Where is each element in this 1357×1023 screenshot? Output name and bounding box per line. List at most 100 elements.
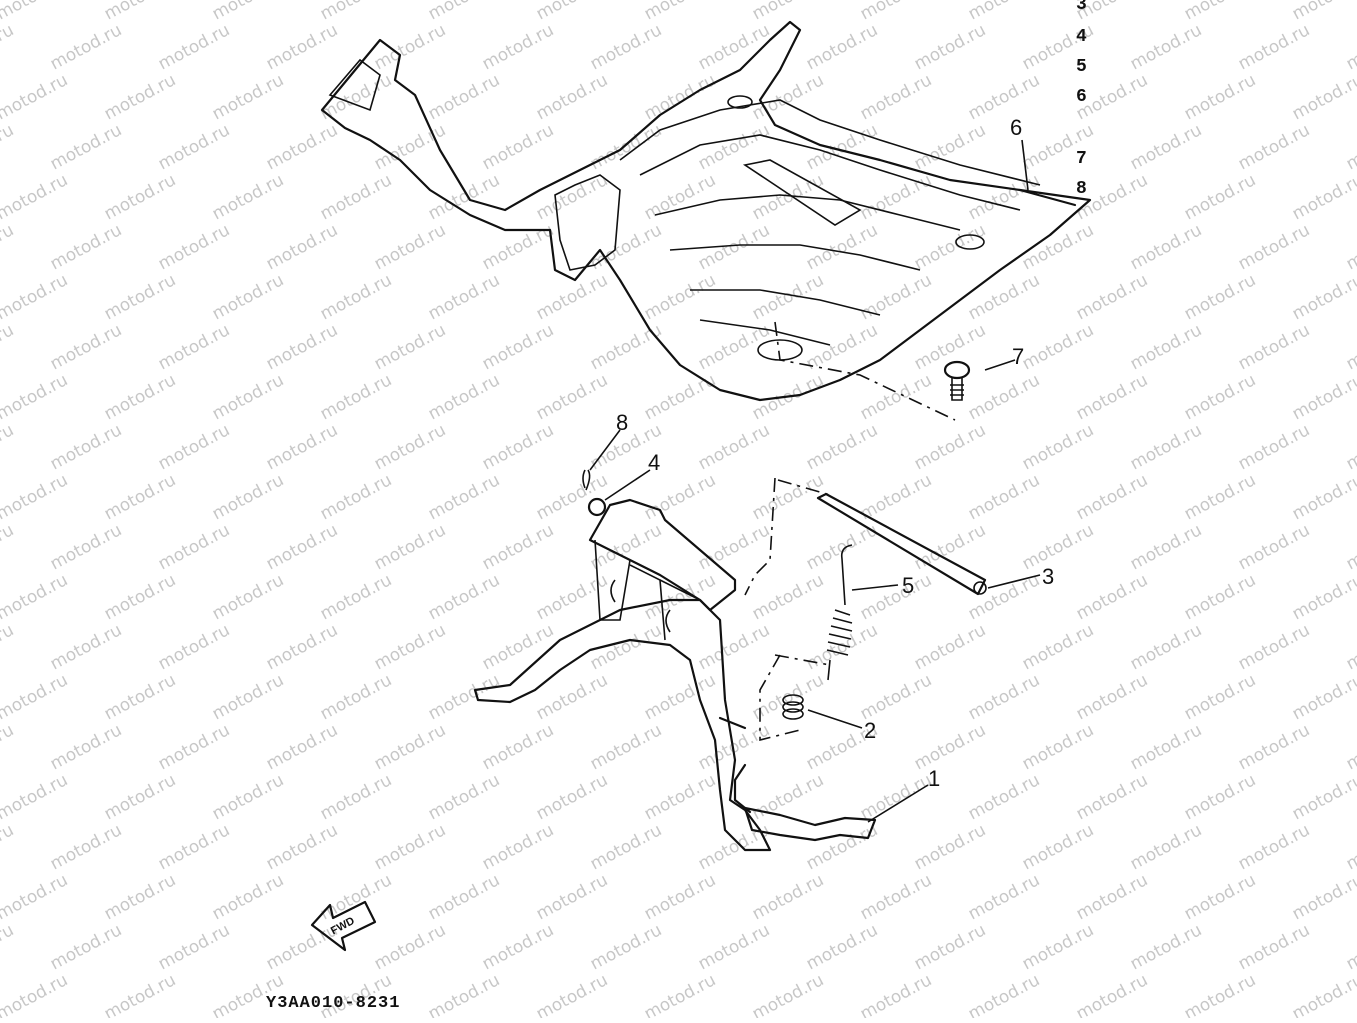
watermark-text: motod.ru — [803, 820, 881, 874]
watermark-text: motod.ru — [1289, 370, 1357, 424]
watermark-text: motod.ru — [641, 370, 719, 424]
watermark-text: motod.ru — [371, 320, 449, 374]
watermark-text: motod.ru — [371, 220, 449, 274]
main-stand-part — [473, 498, 772, 852]
watermark-text: motod.ru — [371, 20, 449, 74]
spring-2-part — [782, 694, 804, 720]
watermark-text: motod.ru — [749, 270, 827, 324]
watermark-text: motod.ru — [1343, 120, 1357, 174]
watermark-text: motod.ru — [47, 220, 125, 274]
watermark-text: motod.ru — [1235, 820, 1313, 874]
watermark-text: motod.ru — [803, 420, 881, 474]
watermark-text: motod.ru — [263, 520, 341, 574]
watermark-text: motod.ru — [0, 270, 71, 324]
watermark-text: motod.ru — [1289, 470, 1357, 524]
watermark-text: motod.ru — [695, 520, 773, 574]
watermark-text: motod.ru — [641, 770, 719, 824]
watermark-text: motod.ru — [479, 420, 557, 474]
watermark-text: motod.ru — [209, 470, 287, 524]
watermark-text: motod.ru — [1181, 570, 1259, 624]
watermark-text: motod.ru — [1019, 620, 1097, 674]
side-index-item: 5 — [1076, 57, 1087, 77]
watermark-text: motod.ru — [317, 870, 395, 924]
watermark-text: motod.ru — [1019, 920, 1097, 974]
watermark-text: motod.ru — [641, 70, 719, 124]
watermark-text: motod.ru — [155, 120, 233, 174]
watermark-text: motod.ru — [533, 870, 611, 924]
watermark-text: motod.ru — [533, 770, 611, 824]
watermark-text: motod.ru — [0, 920, 17, 974]
watermark-text: motod.ru — [1289, 770, 1357, 824]
callout-5: 5 — [902, 573, 915, 598]
watermark-text: motod.ru — [857, 570, 935, 624]
watermark-text: motod.ru — [371, 920, 449, 974]
clip-8-part — [582, 469, 591, 491]
watermark-text: motod.ru — [695, 620, 773, 674]
watermark-text: motod.ru — [425, 570, 503, 624]
watermark-text: motod.ru — [1235, 20, 1313, 74]
watermark-text: motod.ru — [0, 320, 17, 374]
watermark-text: motod.ru — [101, 570, 179, 624]
watermark-text: motod.ru — [587, 520, 665, 574]
watermark-text: motod.ru — [1127, 320, 1205, 374]
watermark-text: motod.ru — [1181, 870, 1259, 924]
watermark-text: motod.ru — [1181, 670, 1259, 724]
watermark-text: motod.ru — [479, 620, 557, 674]
watermark-text: motod.ru — [1073, 970, 1151, 1018]
watermark-text: motod.ru — [1181, 170, 1259, 224]
watermark-text: motod.ru — [155, 620, 233, 674]
watermark-text: motod.ru — [587, 220, 665, 274]
watermark-text: motod.ru — [479, 920, 557, 974]
watermark-text: motod.ru — [0, 670, 71, 724]
watermark-text: motod.ru — [965, 470, 1043, 524]
watermark-text: motod.ru — [371, 720, 449, 774]
side-index-item: 6 — [1076, 87, 1087, 107]
watermark-text: motod.ru — [1289, 0, 1357, 24]
watermark-text: motod.ru — [425, 370, 503, 424]
watermark-text: motod.ru — [965, 870, 1043, 924]
watermark-text: motod.ru — [425, 670, 503, 724]
watermark-text: motod.ru — [911, 20, 989, 74]
watermark-text: motod.ru — [533, 970, 611, 1018]
watermark-text: motod.ru — [641, 170, 719, 224]
watermark-text: motod.ru — [857, 270, 935, 324]
watermark-text: motod.ru — [533, 670, 611, 724]
watermark-text: motod.ru — [1289, 670, 1357, 724]
watermark-text: motod.ru — [263, 820, 341, 874]
watermark-text: motod.ru — [101, 170, 179, 224]
watermark-text: motod.ru — [47, 20, 125, 74]
watermark-text: motod.ru — [1019, 520, 1097, 574]
watermark-text: motod.ru — [0, 520, 17, 574]
watermark-text: motod.ru — [1127, 220, 1205, 274]
watermark-text: motod.ru — [803, 920, 881, 974]
watermark-text: motod.ru — [587, 20, 665, 74]
watermark-text: motod.ru — [857, 170, 935, 224]
watermark-text: motod.ru — [371, 420, 449, 474]
watermark-text: motod.ru — [1127, 520, 1205, 574]
watermark-text: motod.ru — [209, 270, 287, 324]
watermark-text: motod.ru — [0, 170, 71, 224]
watermark-text: motod.ru — [965, 170, 1043, 224]
callout-1: 1 — [928, 766, 941, 791]
watermark-text: motod.ru — [155, 20, 233, 74]
washer-4-part — [587, 497, 607, 517]
shaft-3-part — [816, 492, 987, 596]
watermark-text: motod.ru — [155, 920, 233, 974]
watermark-text: motod.ru — [1343, 720, 1357, 774]
watermark-text: motod.ru — [263, 220, 341, 274]
watermark-text: motod.ru — [101, 70, 179, 124]
watermark-text: motod.ru — [0, 420, 17, 474]
watermark-text: motod.ru — [1289, 170, 1357, 224]
watermark-text: motod.ru — [1235, 220, 1313, 274]
watermark-text: motod.ru — [641, 970, 719, 1018]
watermark-text: motod.ru — [47, 820, 125, 874]
watermark-text: motod.ru — [0, 620, 17, 674]
watermark-text: motod.ru — [209, 670, 287, 724]
watermark-text: motod.ru — [209, 870, 287, 924]
watermark-text: motod.ru — [587, 320, 665, 374]
watermark-text: motod.ru — [317, 670, 395, 724]
watermark-text: motod.ru — [155, 520, 233, 574]
watermark-text: motod.ru — [695, 120, 773, 174]
watermark-text: motod.ru — [209, 770, 287, 824]
